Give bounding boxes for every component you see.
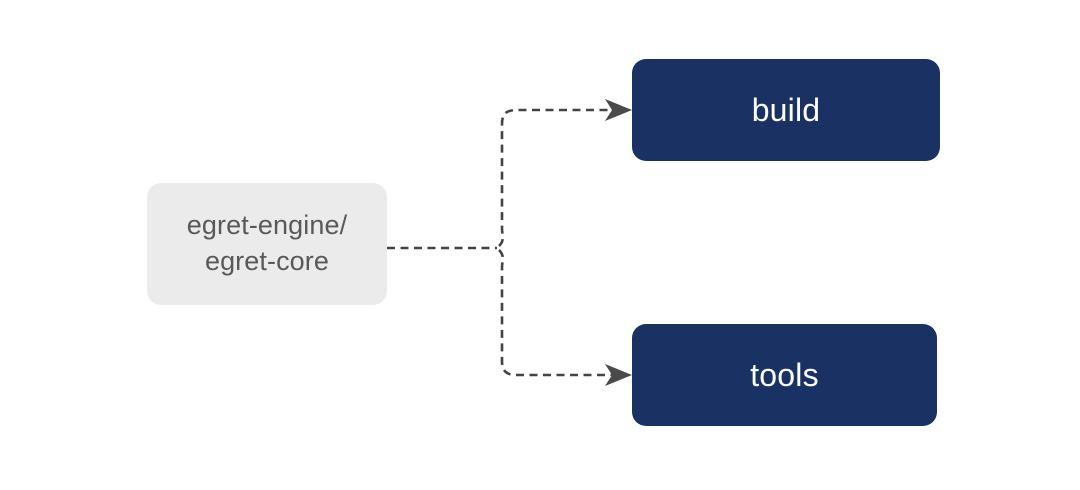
node-build-label: build [751,91,821,128]
node-build[interactable]: build [632,59,940,161]
node-tools-label: tools [750,356,819,393]
node-tools[interactable]: tools [632,324,937,426]
node-egret-core-label: egret-engine/ egret-core [187,208,347,279]
node-egret-core-label-line1: egret-engine/ [186,210,348,241]
arrowhead-tools-icon [605,364,632,386]
arrowhead-build-icon [605,99,632,121]
node-egret-core[interactable]: egret-engine/ egret-core [147,183,387,305]
node-egret-core-label-line2: egret-core [204,246,330,276]
edge-source-to-build [498,108,612,247]
edge-source-to-tools [498,249,612,377]
